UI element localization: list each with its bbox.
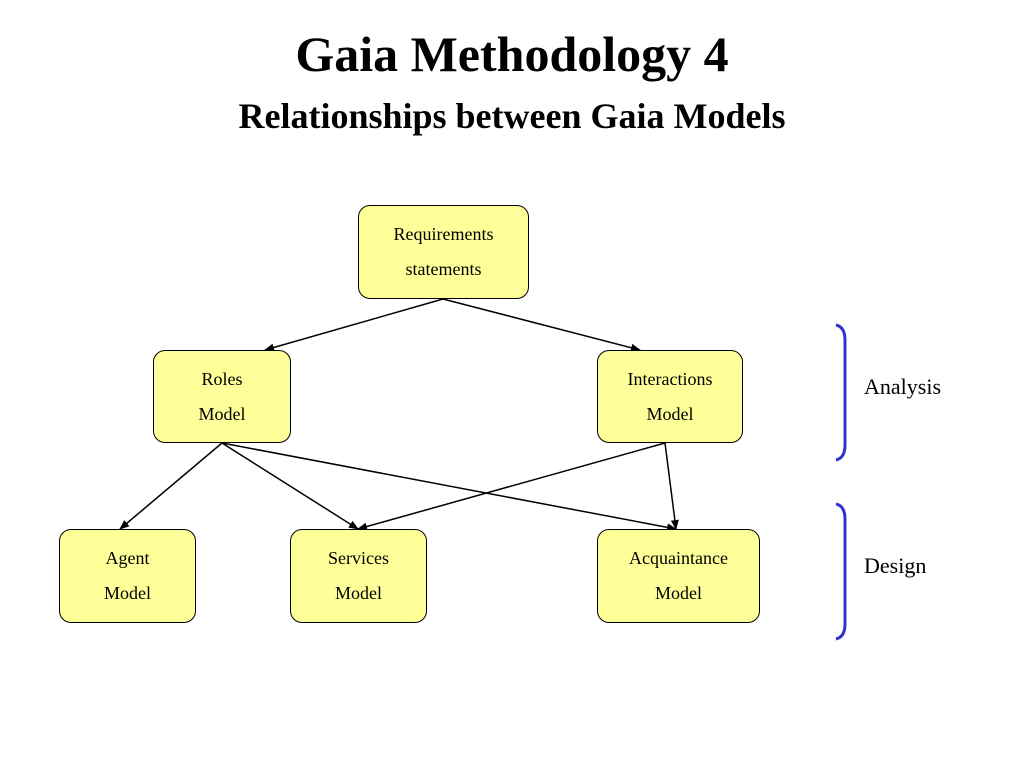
arrow-roles-to-services	[221, 442, 359, 530]
arrow-requirements-to-interactions	[442, 298, 641, 352]
agent-node-line2: Model	[104, 583, 151, 603]
design-bracket	[835, 502, 847, 641]
analysis-bracket	[835, 323, 847, 462]
requirements-node-line1: Requirements	[393, 224, 494, 244]
roles-node-line1: Roles	[201, 368, 243, 389]
services-node-line2: Model	[335, 583, 382, 603]
analysis-phase-label: Analysis	[864, 374, 941, 399]
interactions-model-node: Interactions Model	[597, 350, 743, 443]
slide-title: Gaia Methodology 4	[295, 26, 729, 82]
requirements-node-line2: statements	[405, 259, 482, 279]
services-node-line1: Services	[328, 548, 389, 568]
arrow-interactions-to-acquaintance	[664, 442, 679, 530]
interactions-node-line2: Model	[646, 403, 694, 424]
services-model-node: Services Model	[290, 529, 427, 623]
acquaintance-node-line1: Acquaintance	[629, 548, 728, 568]
roles-model-node: Roles Model	[153, 350, 291, 443]
design-phase-label: Design	[864, 553, 927, 578]
arrow-roles-to-acquaintance	[221, 442, 677, 532]
agent-model-node: Agent Model	[59, 529, 196, 623]
slide-subtitle: Relationships between Gaia Models	[238, 96, 786, 136]
edge-layer	[119, 298, 679, 532]
acquaintance-node-line2: Model	[655, 583, 702, 603]
interactions-node-line1: Interactions	[627, 368, 713, 389]
roles-node-line2: Model	[198, 403, 246, 424]
acquaintance-model-node: Acquaintance Model	[597, 529, 760, 623]
agent-node-line1: Agent	[105, 548, 150, 568]
arrow-roles-to-agent	[119, 442, 223, 530]
arrow-interactions-to-services	[357, 442, 666, 531]
arrow-requirements-to-roles	[264, 298, 444, 352]
requirements-statements-node: Requirements statements	[358, 205, 529, 299]
